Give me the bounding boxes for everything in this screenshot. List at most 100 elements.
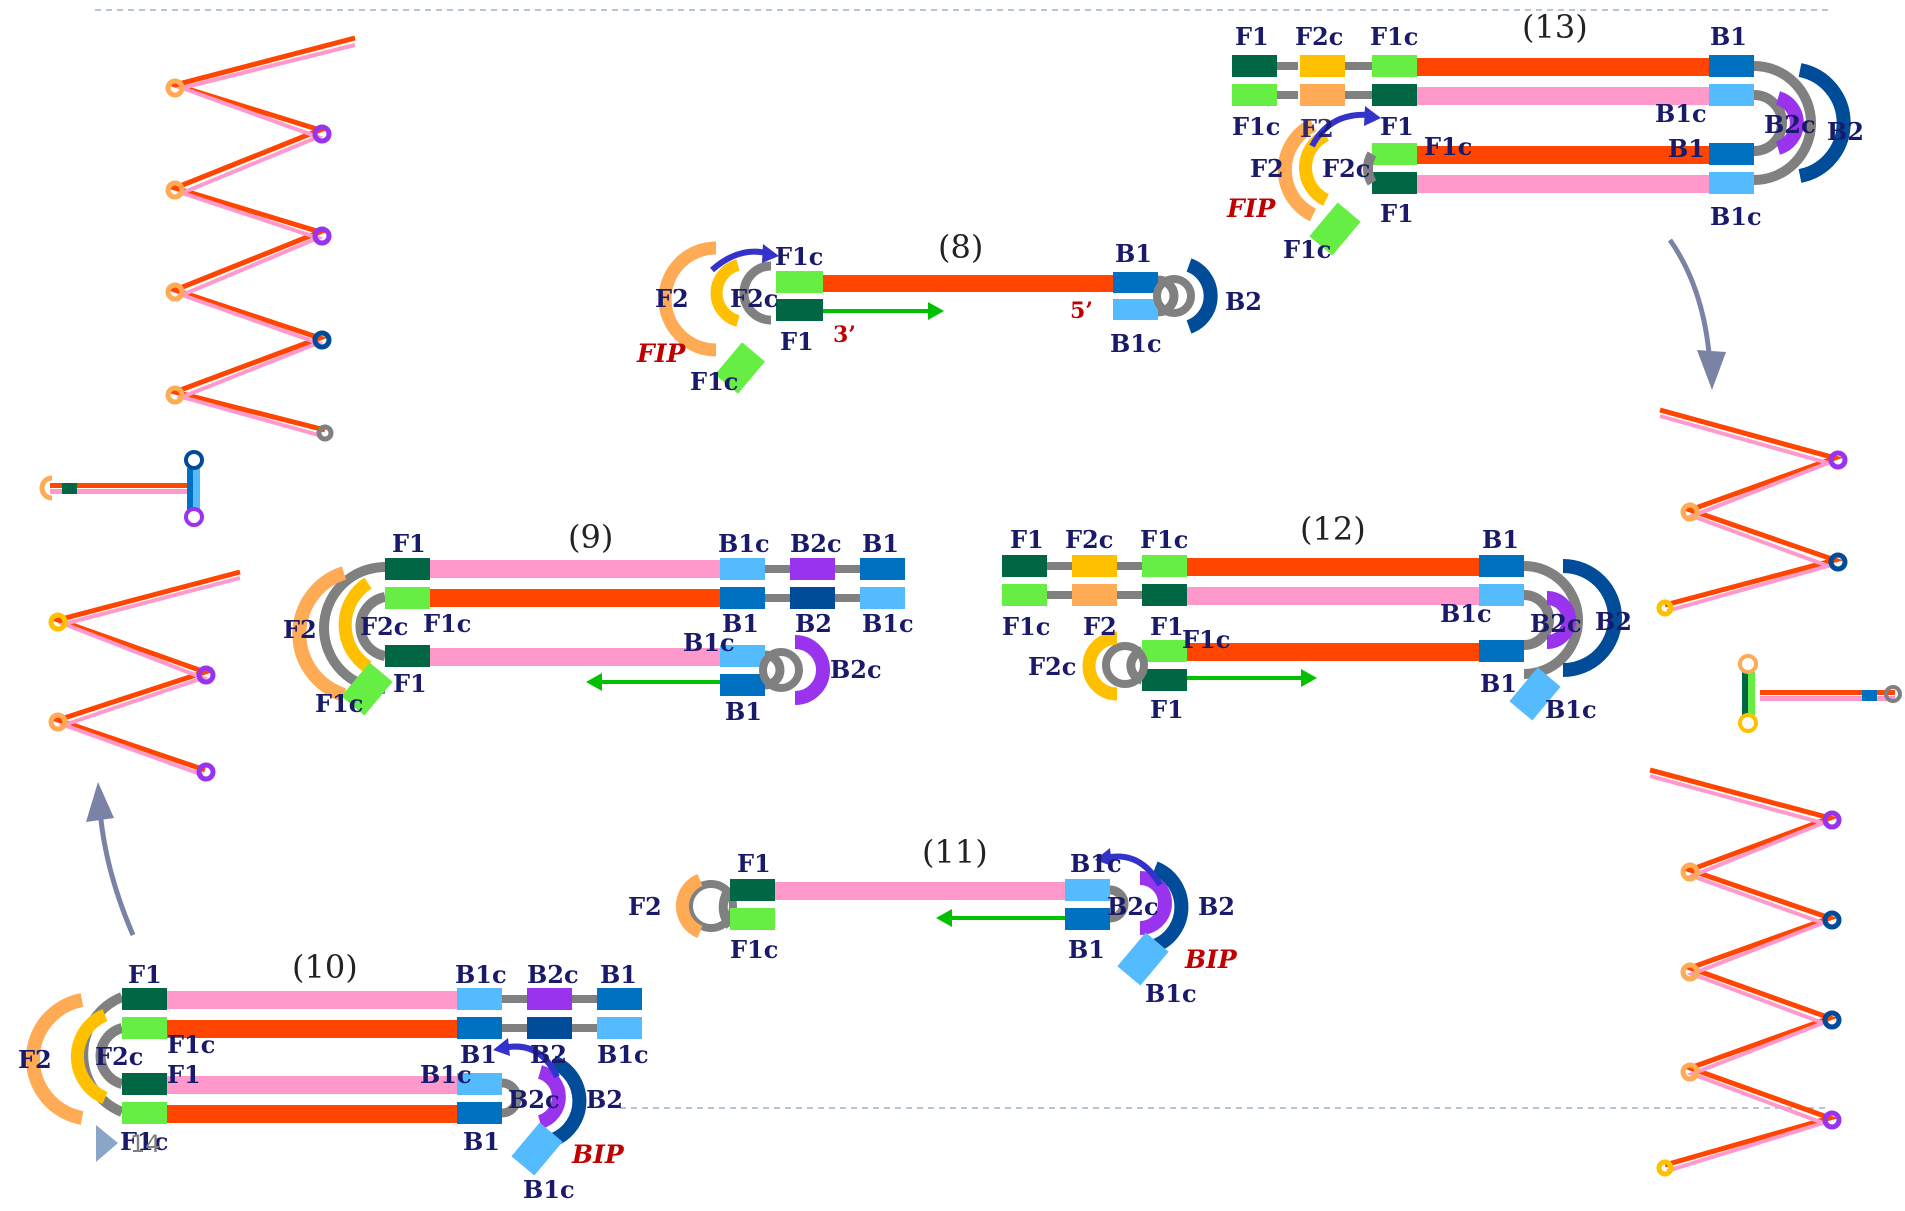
label-B1c: B1c bbox=[597, 1040, 649, 1069]
bip-label: BIP bbox=[571, 1140, 625, 1169]
label-F2: F2 bbox=[628, 892, 662, 921]
step-11-number: (11) bbox=[922, 833, 988, 871]
flow-arrow-left-head bbox=[86, 782, 114, 822]
label-F1: F1 bbox=[737, 849, 771, 878]
label-B2: B2 bbox=[1827, 117, 1864, 146]
label-B1: B1 bbox=[1668, 134, 1705, 163]
label-B2: B2 bbox=[795, 609, 832, 638]
label-B1: B1 bbox=[463, 1127, 500, 1156]
label-B1c: B1c bbox=[455, 960, 507, 989]
fip-label: FIP bbox=[1226, 194, 1276, 223]
label-F1c: F1c bbox=[775, 242, 823, 271]
label-F2c: F2c bbox=[360, 612, 408, 641]
bip-binding-arrow bbox=[1104, 853, 1163, 887]
label-B1c: B1c bbox=[1110, 329, 1162, 358]
label-B1: B1 bbox=[1068, 935, 1105, 964]
label-F2: F2 bbox=[18, 1045, 52, 1074]
fip-binding-arrow bbox=[1309, 111, 1371, 148]
label-B1: B1 bbox=[460, 1040, 497, 1069]
label-F1: F1 bbox=[1380, 112, 1414, 141]
flow-arrow-right bbox=[1667, 238, 1713, 366]
label-F1c: F1c bbox=[1182, 625, 1230, 654]
label-F1c: F1c bbox=[423, 609, 471, 638]
label-F2: F2 bbox=[1250, 154, 1284, 183]
label-F2: F2 bbox=[1083, 612, 1117, 641]
label-F2c: F2c bbox=[1028, 652, 1076, 681]
label-B1c: B1c bbox=[1655, 99, 1707, 128]
label-B1: B1 bbox=[600, 960, 637, 989]
label-B1: B1 bbox=[725, 697, 762, 726]
step-8-structure: (8) F1c F2 F2c F1 F1c 3’ 5’ FIP B1 B2 B1… bbox=[636, 228, 1262, 396]
label-B1c: B1c bbox=[683, 628, 735, 657]
label-F1c: F1c bbox=[167, 1030, 215, 1059]
label-B1c: B1c bbox=[862, 609, 914, 638]
label-B2: B2 bbox=[1595, 607, 1632, 636]
five-prime-label: 5’ bbox=[1070, 298, 1093, 324]
label-F1: F1 bbox=[1380, 199, 1414, 228]
label-F2c: F2c bbox=[95, 1042, 143, 1071]
label-F2c: F2c bbox=[1322, 154, 1370, 183]
page-number: 14 bbox=[130, 1130, 161, 1158]
step-9-number: (9) bbox=[568, 518, 613, 556]
label-F1c: F1c bbox=[1424, 132, 1472, 161]
three-prime-label: 3’ bbox=[833, 322, 856, 348]
step-11-structure: (11) F1 F2 F1c B1c B2c B2 B1 BIP B1c bbox=[628, 833, 1238, 1008]
label-B2: B2 bbox=[530, 1040, 567, 1069]
step-10-structure: (10) F1 B1c B2c B1 F1c B1 bbox=[18, 948, 649, 1204]
zigzag-concatemer-right-bottom bbox=[1649, 767, 1842, 1177]
step-12-number: (12) bbox=[1300, 510, 1366, 548]
zigzag-concatemer-top-left bbox=[165, 35, 356, 442]
label-F2c: F2c bbox=[730, 284, 778, 313]
label-B1c: B1c bbox=[1710, 202, 1762, 231]
step-10-number: (10) bbox=[292, 948, 358, 986]
label-F1c: F1c bbox=[1283, 235, 1331, 264]
label-B1: B1 bbox=[1480, 669, 1517, 698]
label-B2: B2 bbox=[1198, 892, 1235, 921]
label-B1c: B1c bbox=[1070, 849, 1122, 878]
label-F2: F2 bbox=[655, 284, 689, 313]
zigzag-concatemer-right-top bbox=[1656, 407, 1848, 617]
label-F2c: F2c bbox=[1065, 525, 1113, 554]
label-B1c: B1c bbox=[420, 1060, 472, 1089]
label-F1c: F1c bbox=[1370, 22, 1418, 51]
step-8-number: (8) bbox=[938, 228, 983, 266]
label-B1c: B1c bbox=[1545, 695, 1597, 724]
label-B2: B2 bbox=[586, 1085, 623, 1114]
label-F1: F1 bbox=[1010, 525, 1044, 554]
label-B1c: B1c bbox=[1145, 979, 1197, 1008]
bip-binding-arrow bbox=[502, 1043, 560, 1079]
label-B2: B2 bbox=[1225, 287, 1262, 316]
label-B2c: B2c bbox=[830, 655, 882, 684]
step-9-structure: (9) F1 B1c B2c B1 F2 F2c F1c bbox=[283, 518, 914, 726]
label-F2: F2 bbox=[1300, 114, 1334, 143]
label-F1: F1 bbox=[393, 669, 427, 698]
label-F1: F1 bbox=[128, 960, 162, 989]
label-F1: F1 bbox=[392, 529, 426, 558]
label-F1: F1 bbox=[1235, 22, 1269, 51]
label-F1: F1 bbox=[167, 1060, 201, 1089]
label-F1c: F1c bbox=[690, 367, 738, 396]
label-F1c: F1c bbox=[1002, 612, 1050, 641]
label-F2c: F2c bbox=[1295, 22, 1343, 51]
label-F1c: F1c bbox=[120, 1127, 168, 1156]
label-F1: F1 bbox=[1150, 612, 1184, 641]
step-13-structure: (13) F1 F2c F1c B1 F1c bbox=[1226, 8, 1864, 264]
label-B1c: B1c bbox=[523, 1175, 575, 1204]
label-B1: B1 bbox=[862, 529, 899, 558]
label-F1c: F1c bbox=[1140, 525, 1188, 554]
dumbbell-structure-left bbox=[39, 450, 204, 527]
step-13-number: (13) bbox=[1522, 8, 1588, 46]
label-F1: F1 bbox=[1150, 695, 1184, 724]
flow-arrow-right-head bbox=[1697, 350, 1726, 390]
label-B1: B1 bbox=[1482, 525, 1519, 554]
label-F1c: F1c bbox=[1232, 112, 1280, 141]
fip-label: FIP bbox=[636, 339, 686, 368]
label-F1c: F1c bbox=[315, 689, 363, 718]
step-12-structure: (12) F1 F2c F1c B1 F1c F2 F1 bbox=[1002, 510, 1632, 724]
label-B2c: B2c bbox=[1764, 110, 1816, 139]
label-B1: B1 bbox=[722, 609, 759, 638]
label-B2c: B2c bbox=[508, 1085, 560, 1114]
label-B2c: B2c bbox=[1530, 609, 1582, 638]
label-B2c: B2c bbox=[1107, 892, 1159, 921]
dumbbell-structure-right bbox=[1738, 654, 1902, 733]
